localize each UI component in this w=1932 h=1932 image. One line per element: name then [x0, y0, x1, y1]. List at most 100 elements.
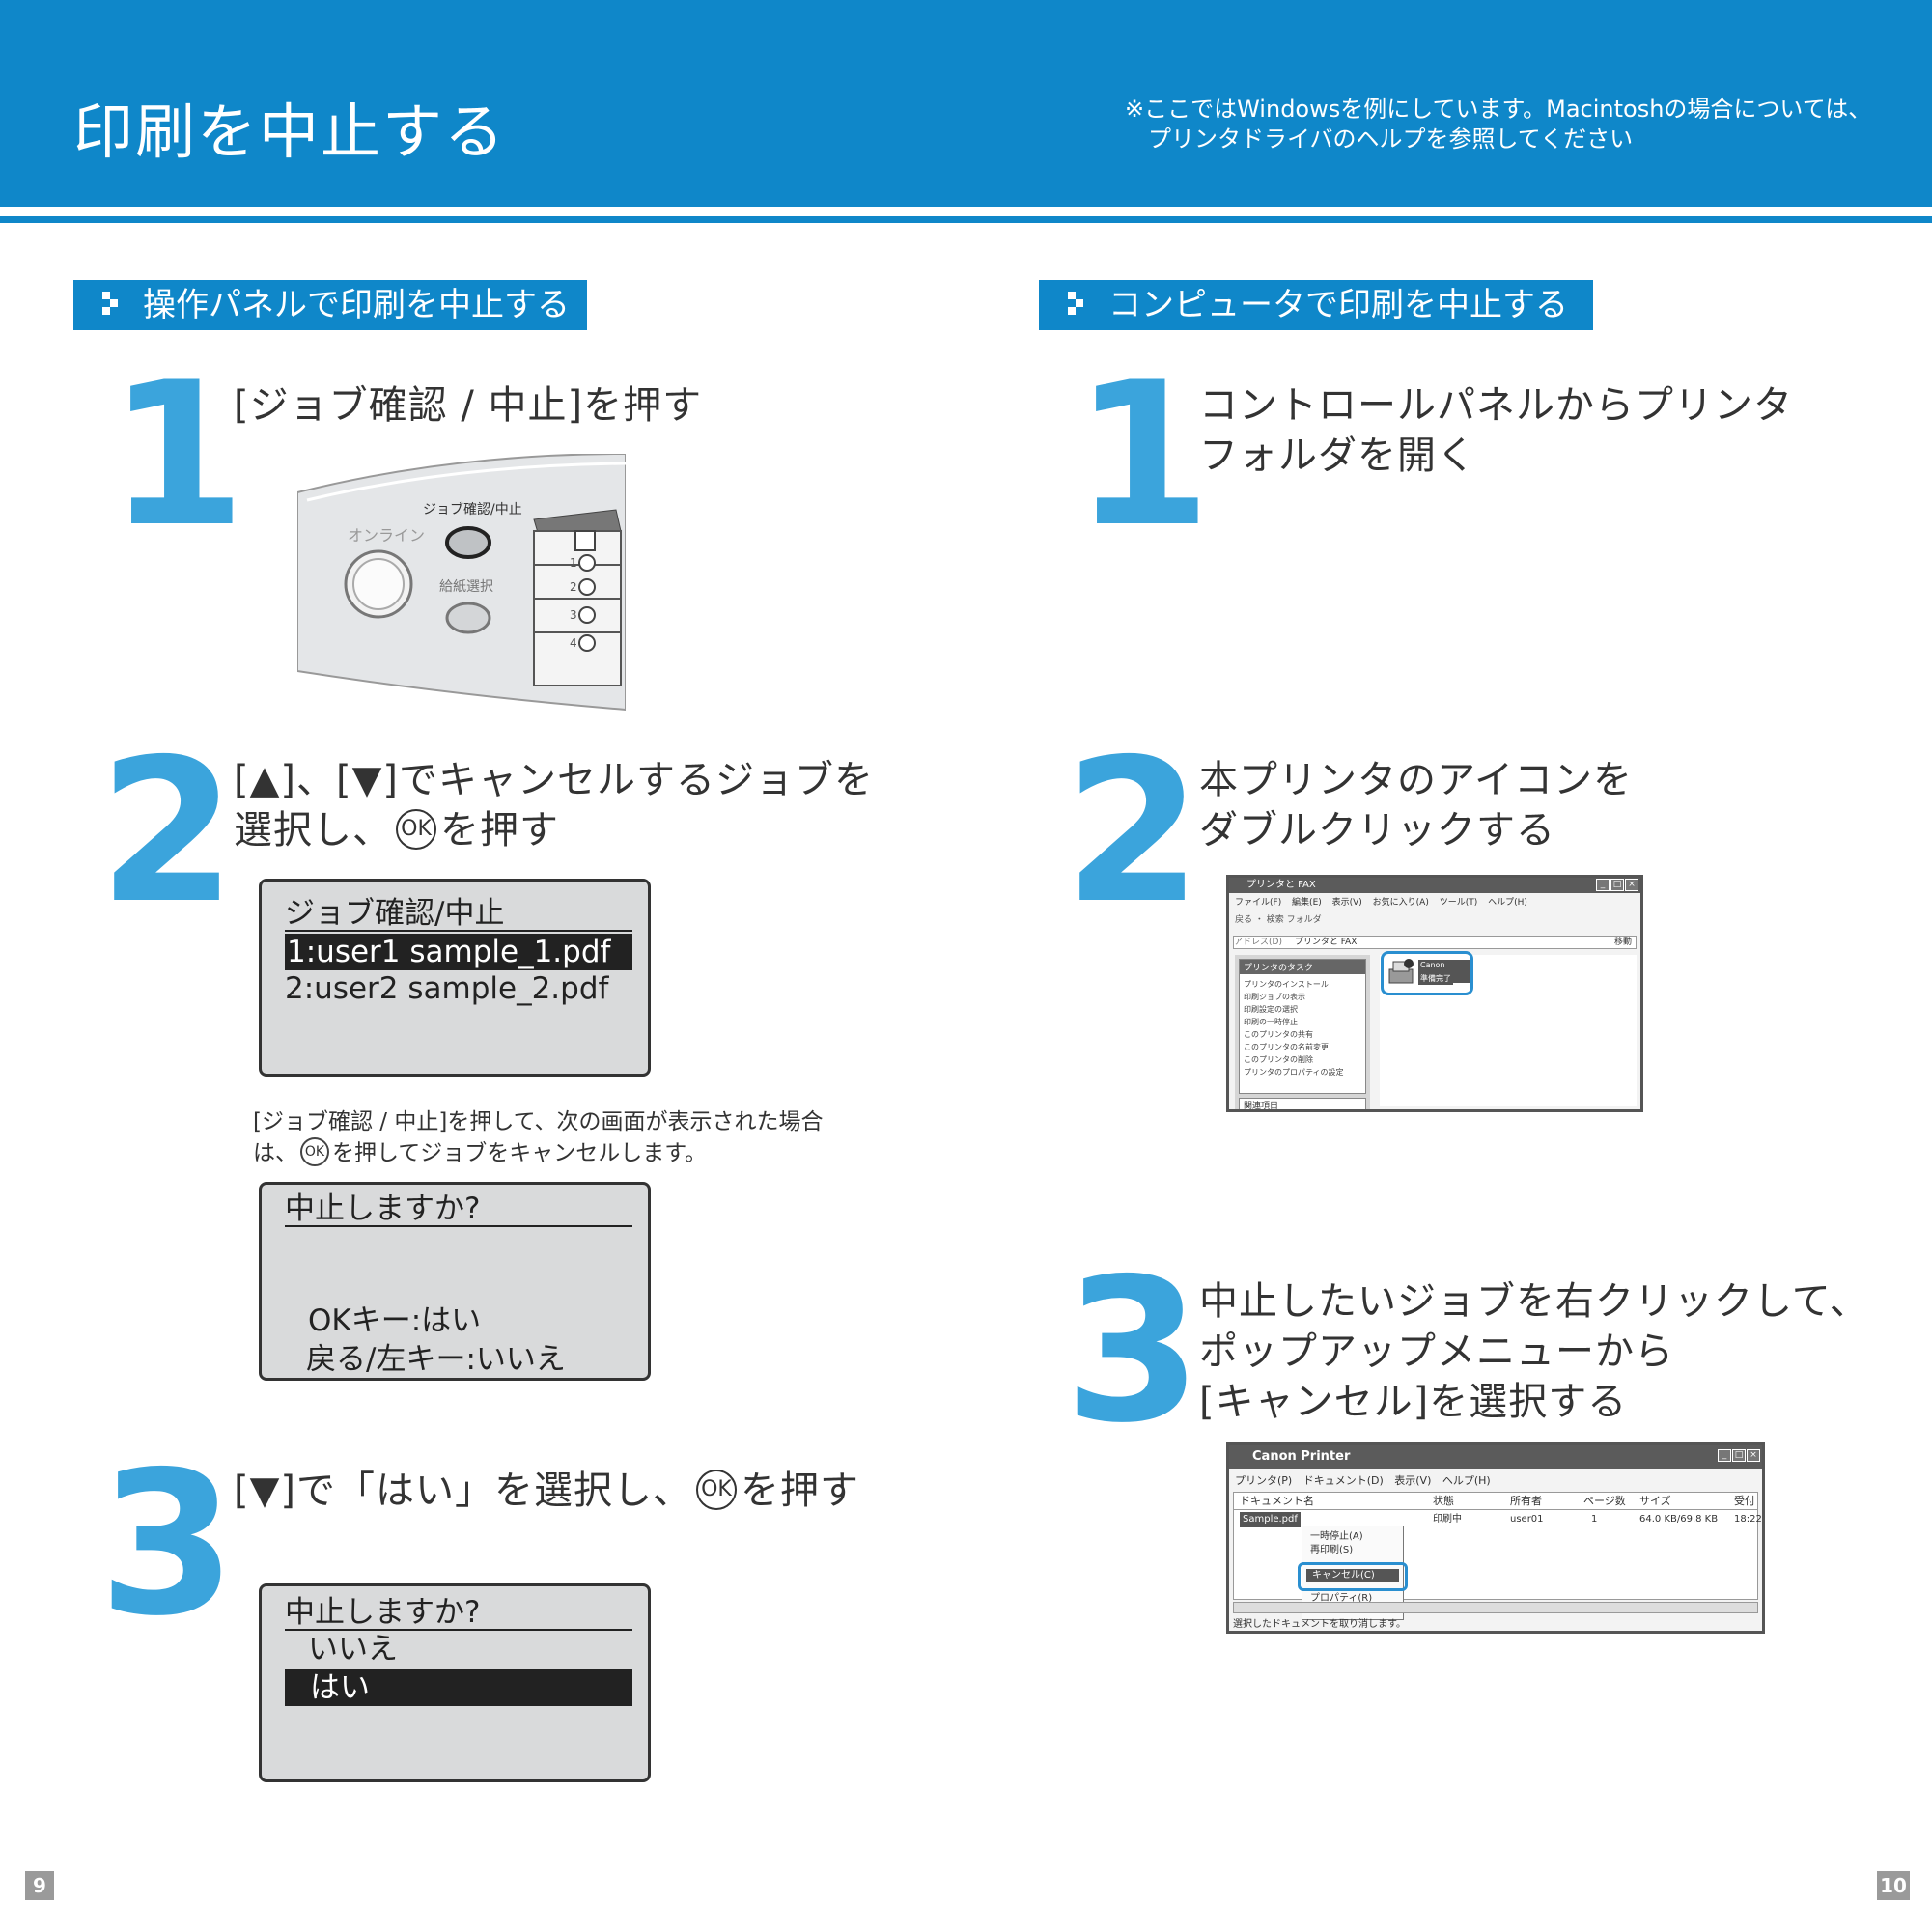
- ok-button-icon: OK: [396, 809, 436, 850]
- maximize-icon[interactable]: □: [1610, 879, 1624, 891]
- ok-button-icon: OK: [695, 1470, 737, 1510]
- column-header[interactable]: ドキュメント名: [1240, 1495, 1314, 1507]
- step-number-left-1: 1: [108, 341, 246, 571]
- toolbar[interactable]: 戻る ・ 検索 フォルダ: [1235, 915, 1322, 925]
- step-text-left-3b: を押す: [740, 1469, 859, 1513]
- table-row[interactable]: Sample.pdf 印刷中 user01 1 64.0 KB/69.8 KB …: [1234, 1512, 1762, 1527]
- task-item[interactable]: プリンタのインストール: [1244, 980, 1329, 989]
- step-text-right-3-line2: ポップアップメニューから: [1199, 1330, 1674, 1374]
- section-head-panel: 操作パネルで印刷を中止する: [73, 280, 597, 340]
- column-header[interactable]: 受付: [1734, 1495, 1755, 1507]
- online-label: オンライン: [348, 526, 425, 545]
- step-text-left-2-line2a: 選択し、: [234, 808, 392, 853]
- address-label: アドレス(D): [1234, 938, 1282, 947]
- address-value: プリンタと FAX: [1294, 938, 1358, 947]
- task-item[interactable]: 印刷ジョブの表示: [1244, 993, 1305, 1001]
- step-text-right-1: コントロールパネルからプリンタ フォルダを開く: [1199, 380, 1793, 481]
- page-number-left: 9: [25, 1871, 54, 1900]
- step-number-left-3: 3: [98, 1430, 237, 1660]
- step-text-right-2-line1: 本プリンタのアイコンを: [1199, 758, 1633, 802]
- task-item[interactable]: このプリンタの共有: [1244, 1030, 1313, 1039]
- cell-status: 印刷中: [1433, 1514, 1462, 1525]
- cell-owner: user01: [1510, 1514, 1544, 1525]
- maximize-icon[interactable]: □: [1732, 1449, 1746, 1462]
- context-menu-item-properties[interactable]: プロパティ(R): [1310, 1593, 1373, 1604]
- step-text-left-1: [ジョブ確認 / 中止]を押す: [234, 383, 703, 428]
- step-text-right-3-line3: [キャンセル]を選択する: [1199, 1380, 1628, 1424]
- printer-control-panel: オンライン ジョブ確認/中止 給紙選択 1 2 3 4: [297, 454, 626, 712]
- section-title-panel: 操作パネルで印刷を中止する: [143, 286, 570, 324]
- note-line2b: を押してジョブをキャンセルします。: [332, 1140, 708, 1166]
- task-item[interactable]: プリンタのプロパティの設定: [1244, 1068, 1344, 1077]
- column-header[interactable]: 状態: [1433, 1495, 1454, 1507]
- column-header[interactable]: サイズ: [1639, 1495, 1671, 1507]
- step-number-left-2: 2: [98, 717, 237, 947]
- cell-size: 64.0 KB/69.8 KB: [1639, 1514, 1719, 1525]
- context-menu-item-cancel[interactable]: キャンセル(C): [1306, 1569, 1399, 1582]
- lcd-line: OKキー:はい: [308, 1303, 482, 1338]
- tray-3-label: 3: [570, 608, 577, 622]
- printer-status: 準備完了: [1418, 973, 1453, 985]
- minimize-icon[interactable]: _: [1718, 1449, 1731, 1462]
- print-queue-window: Canon Printer _□× プリンタ(P) ドキュメント(D) 表示(V…: [1226, 1442, 1765, 1634]
- step-number-right-3: 3: [1064, 1237, 1202, 1467]
- lcd-row-selected: 1:user1 sample_1.pdf: [285, 934, 632, 970]
- step-text-left-3a: [▼]で「はい」を選択し、: [234, 1469, 692, 1513]
- close-icon[interactable]: ×: [1625, 879, 1638, 891]
- cell-document: Sample.pdf: [1240, 1512, 1301, 1527]
- go-button[interactable]: 移動: [1613, 938, 1632, 947]
- header-note: ※ここではWindowsを例にしています。Macintoshの場合については、 …: [1125, 95, 1897, 154]
- printer-icon: [1388, 959, 1414, 984]
- tray-2-label: 2: [570, 580, 577, 594]
- window-menu[interactable]: プリンタ(P) ドキュメント(D) 表示(V) ヘルプ(H): [1235, 1474, 1491, 1487]
- header-note-line1: ※ここではWindowsを例にしています。Macintoshの場合については、: [1125, 96, 1872, 123]
- context-menu-item-pause[interactable]: 一時停止(A): [1310, 1531, 1363, 1542]
- ok-button-icon: OK: [300, 1137, 329, 1166]
- step-text-right-3: 中止したいジョブを右クリックして、 ポップアップメニューから [キャンセル]を選…: [1199, 1276, 1869, 1427]
- horizontal-scrollbar[interactable]: [1233, 1602, 1758, 1613]
- lcd-confirm-cancel: 中止しますか? OKキー:はい 戻る/左キー:いいえ: [259, 1182, 651, 1381]
- lcd-title: 中止しますか?: [285, 1594, 632, 1631]
- minimize-icon[interactable]: _: [1596, 879, 1610, 891]
- close-icon[interactable]: ×: [1747, 1449, 1760, 1462]
- header-divider: [0, 216, 1932, 223]
- cell-pages: 1: [1591, 1514, 1598, 1525]
- context-menu-item-restart[interactable]: 再印刷(S): [1310, 1545, 1354, 1555]
- step-text-right-1-line1: コントロールパネルからプリンタ: [1199, 383, 1793, 428]
- table-header: ドキュメント名 状態 所有者 ページ数 サイズ 受付: [1234, 1493, 1757, 1510]
- status-bar: 選択したドキュメントを取り消します。: [1233, 1619, 1406, 1630]
- job-label: ジョブ確認/中止: [423, 501, 522, 518]
- lcd-row-selected: はい: [285, 1669, 632, 1706]
- task-item[interactable]: 印刷設定の選択: [1244, 1005, 1298, 1014]
- step-text-left-2-line1: [▲]、[▼]でキャンセルするジョブを: [234, 758, 874, 802]
- column-header[interactable]: ページ数: [1583, 1495, 1626, 1507]
- step-text-right-1-line2: フォルダを開く: [1199, 434, 1476, 478]
- task-item[interactable]: このプリンタの削除: [1244, 1055, 1313, 1064]
- address-bar[interactable]: アドレス(D) プリンタと FAX 移動: [1233, 936, 1637, 949]
- step-text-right-3-line1: 中止したいジョブを右クリックして、: [1199, 1279, 1869, 1324]
- task-item[interactable]: 印刷の一時停止: [1244, 1018, 1298, 1026]
- section-title-computer: コンピュータで印刷を中止する: [1108, 286, 1568, 324]
- lcd-cancel-select: 中止しますか? いいえ はい: [259, 1583, 651, 1782]
- lcd-row: 2:user2 sample_2.pdf: [285, 971, 609, 1006]
- page-header: 印刷を中止する ※ここではWindowsを例にしています。Macintoshの場…: [0, 0, 1932, 207]
- paper-select-label: 給紙選択: [439, 579, 493, 595]
- window-title: Canon Printer: [1229, 1445, 1762, 1469]
- page-title: 印刷を中止する: [73, 97, 507, 167]
- cancel-highlight: [1298, 1562, 1408, 1591]
- step-number-right-2: 2: [1064, 717, 1202, 947]
- window-controls: _□×: [1717, 1449, 1760, 1462]
- task-list: プリンタのインストール 印刷ジョブの表示 印刷設定の選択 印刷の一時停止 このプ…: [1244, 978, 1361, 1078]
- tray-1-label: 1: [570, 556, 577, 570]
- column-header[interactable]: 所有者: [1510, 1495, 1542, 1507]
- related-title: 関連項目: [1239, 1098, 1366, 1109]
- window-menu[interactable]: ファイル(F) 編集(E) 表示(V) お気に入り(A) ツール(T) ヘルプ(…: [1235, 898, 1527, 908]
- printer-icon-highlight[interactable]: Canon Printer 準備完了: [1381, 951, 1473, 995]
- page-number-right: 10: [1877, 1871, 1910, 1900]
- queue-table: ドキュメント名 状態 所有者 ページ数 サイズ 受付 Sample.pdf 印刷…: [1233, 1492, 1762, 1620]
- tray-4-label: 4: [570, 636, 577, 650]
- step-text-left-2-line2b: を押す: [440, 808, 559, 853]
- task-item[interactable]: このプリンタの名前変更: [1244, 1043, 1329, 1051]
